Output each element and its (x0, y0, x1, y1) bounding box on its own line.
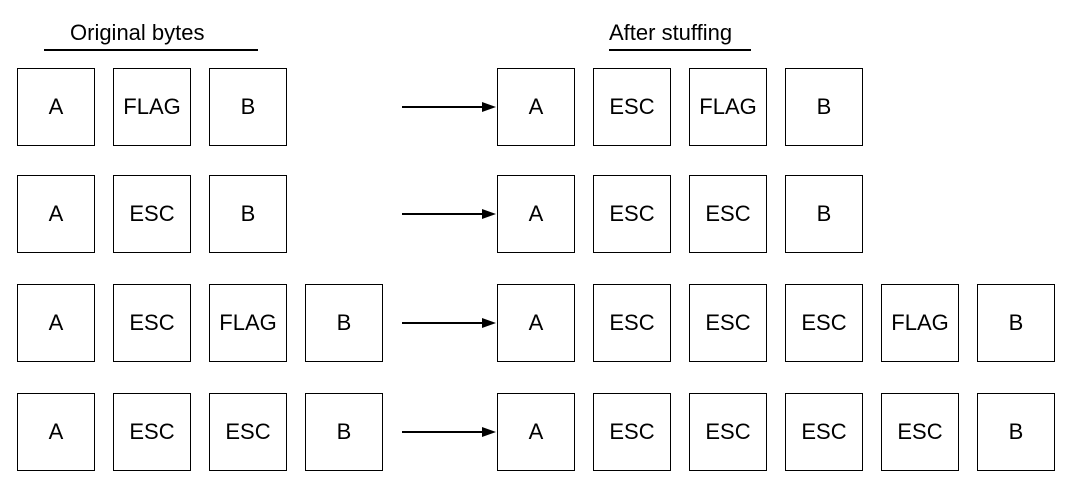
stuffed-byte: A (497, 175, 575, 253)
stuffed-byte: B (977, 284, 1055, 362)
stuffed-byte: ESC (689, 175, 767, 253)
stuffed-byte: A (497, 68, 575, 146)
stuffed-byte: A (497, 284, 575, 362)
original-byte: FLAG (113, 68, 191, 146)
right-arrow-icon (402, 426, 496, 438)
stuffed-byte: ESC (593, 393, 671, 471)
original-bytes-heading: Original bytes (70, 20, 205, 45)
after-stuffing-underline (609, 49, 751, 51)
original-byte: A (17, 393, 95, 471)
original-byte: A (17, 68, 95, 146)
stuffed-byte: ESC (881, 393, 959, 471)
original-byte: B (305, 284, 383, 362)
after-stuffing-heading: After stuffing (609, 20, 733, 45)
stuffed-byte: ESC (593, 175, 671, 253)
stuffed-byte: ESC (785, 284, 863, 362)
right-arrow-icon (402, 101, 496, 113)
example-row-4: A ESC ESC B A ESC ESC ESC ESC B (0, 393, 1075, 473)
original-byte: ESC (113, 175, 191, 253)
original-byte: ESC (113, 284, 191, 362)
original-byte: B (209, 68, 287, 146)
stuffed-byte: ESC (593, 68, 671, 146)
original-byte: ESC (113, 393, 191, 471)
right-arrow-icon (402, 317, 496, 329)
example-row-1: A FLAG B A ESC FLAG B (0, 68, 1075, 148)
original-byte: B (305, 393, 383, 471)
stuffed-byte: B (977, 393, 1055, 471)
example-row-2: A ESC B A ESC ESC B (0, 175, 1075, 255)
original-byte: B (209, 175, 287, 253)
stuffed-byte: B (785, 175, 863, 253)
original-byte: FLAG (209, 284, 287, 362)
right-arrow-icon (402, 208, 496, 220)
example-row-3: A ESC FLAG B A ESC ESC ESC FLAG B (0, 284, 1075, 364)
stuffed-byte: ESC (689, 284, 767, 362)
original-byte: A (17, 284, 95, 362)
stuffed-byte: A (497, 393, 575, 471)
stuffed-byte: ESC (689, 393, 767, 471)
original-byte: ESC (209, 393, 287, 471)
stuffed-byte: FLAG (689, 68, 767, 146)
original-bytes-underline (44, 49, 258, 51)
stuffed-byte: B (785, 68, 863, 146)
stuffed-byte: ESC (785, 393, 863, 471)
original-byte: A (17, 175, 95, 253)
stuffed-byte: ESC (593, 284, 671, 362)
stuffed-byte: FLAG (881, 284, 959, 362)
